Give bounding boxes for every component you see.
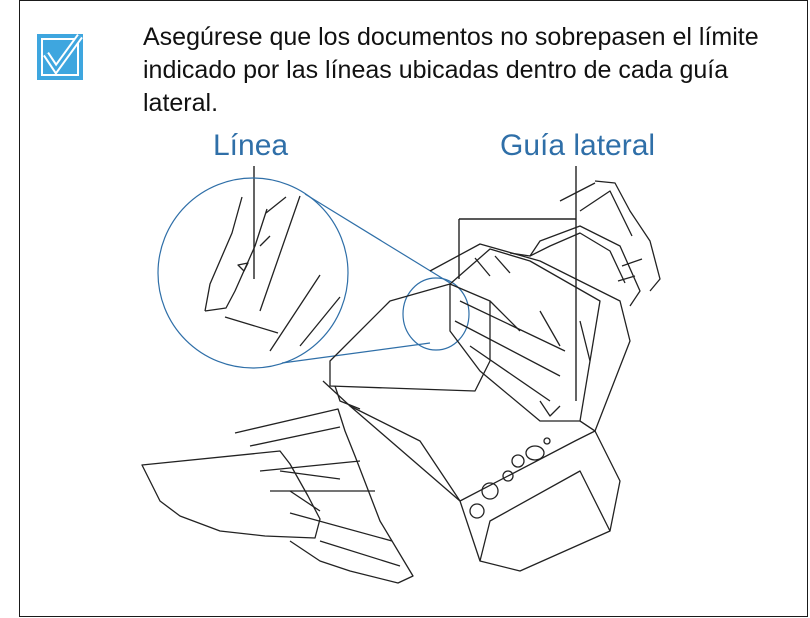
callout-leader-lines — [253, 166, 577, 401]
zoom-detail — [204, 195, 341, 352]
scanner-illustration — [141, 166, 661, 584]
checkmark-icon — [37, 33, 83, 80]
document-page: Asegúrese que los documentos no sobrepas… — [19, 0, 808, 617]
line-label: Línea — [213, 129, 289, 162]
zoom-circle — [157, 177, 470, 369]
side-guide-label: Guía lateral — [500, 129, 656, 162]
note-text: Asegúrese que los documentos no sobrepas… — [143, 23, 759, 117]
paper-chute — [429, 180, 661, 432]
scanner-body — [322, 283, 621, 572]
output-tray — [141, 408, 414, 584]
